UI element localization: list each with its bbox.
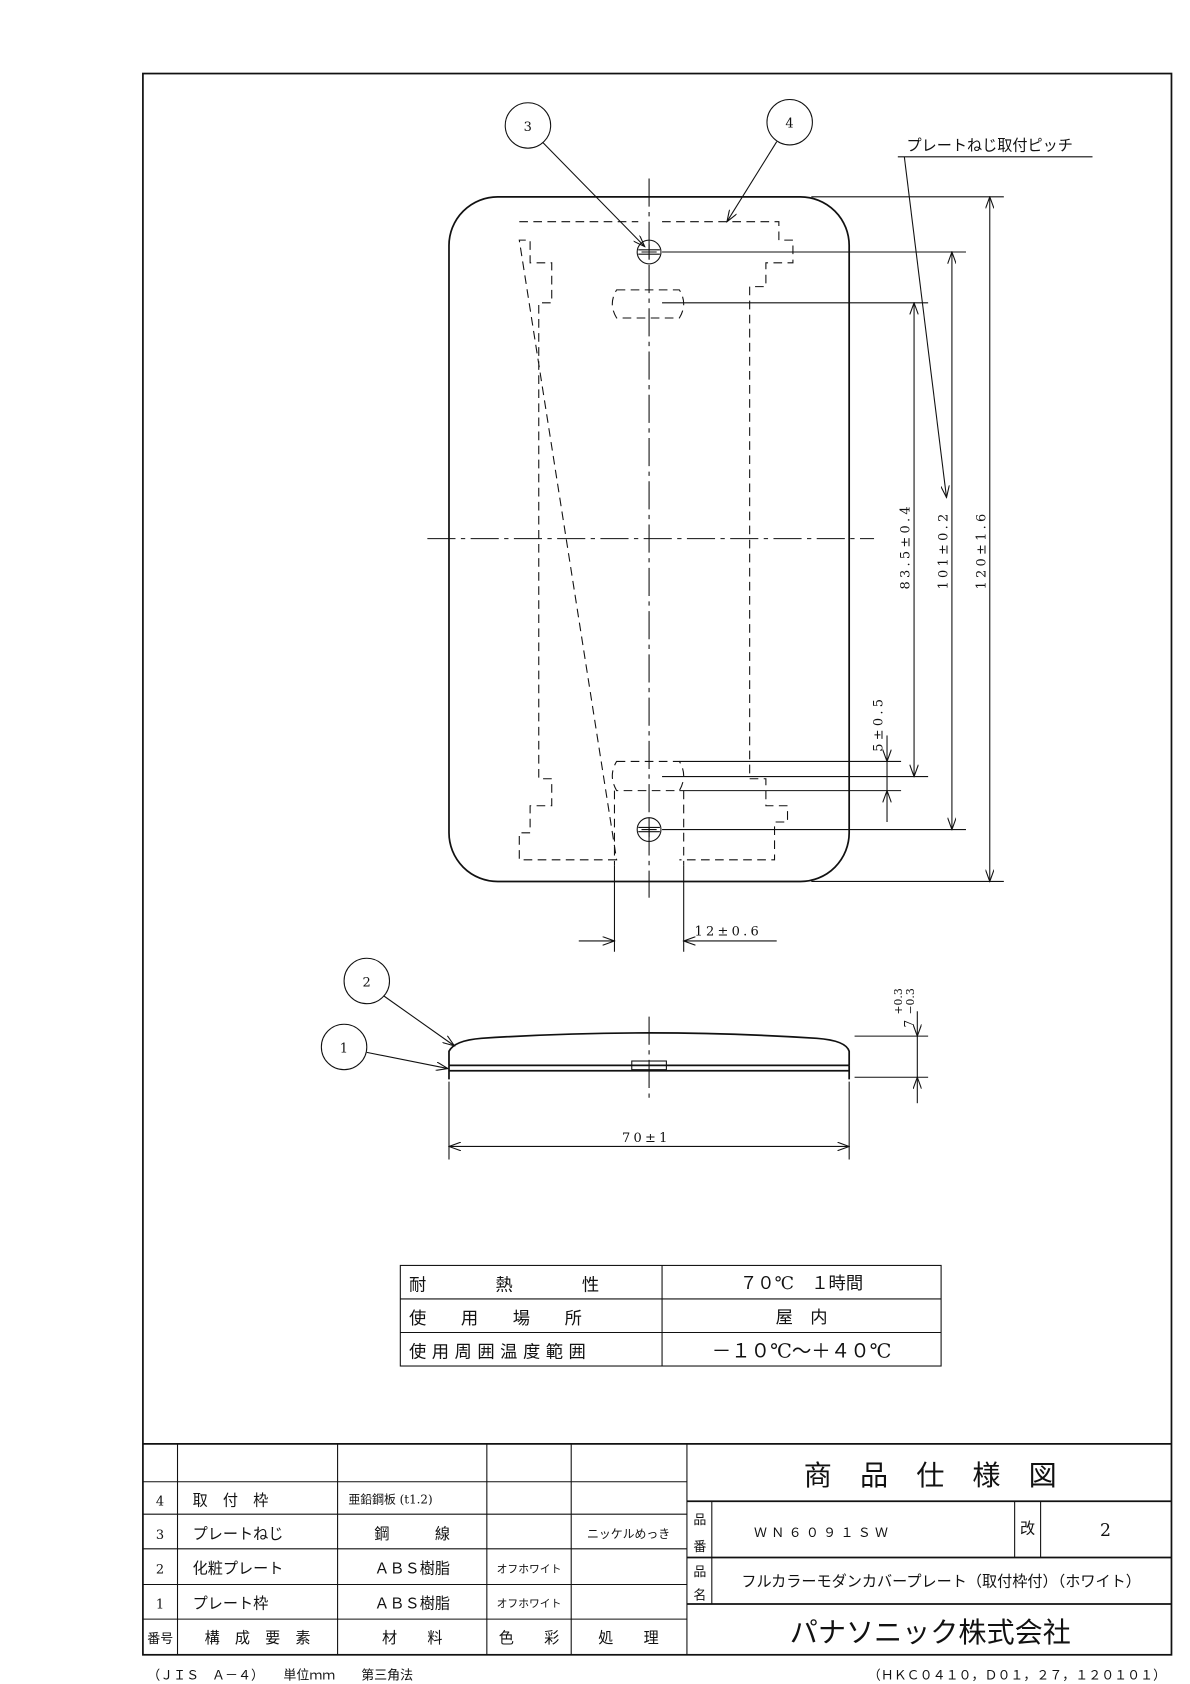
label-text: 構 成 要 素 bbox=[205, 1629, 311, 1647]
label-text: ＡＢＳ樹脂 bbox=[374, 1560, 450, 1578]
label-text: プレートねじ bbox=[193, 1525, 284, 1543]
spec-value: －１０℃～＋４０℃ bbox=[712, 1339, 892, 1362]
label-text: 2 bbox=[156, 1563, 164, 1578]
balloon-4: 4 bbox=[727, 98, 813, 222]
dim-thickness: 7 bbox=[902, 1020, 916, 1028]
dim-slot-width: 12±0.6 bbox=[695, 925, 762, 940]
part-number: ＷＮ６０９１ＳＷ bbox=[754, 1526, 892, 1541]
parts-row-2: 2 化粧プレート ＡＢＳ樹脂 オフホワイト bbox=[156, 1560, 562, 1578]
label-text: ニッケルめっき bbox=[587, 1527, 670, 1541]
spec-table: 耐 熱 性 ７０℃ １時間 使 用 場 所 屋 内 使 用 周 囲 温 度 範 … bbox=[399, 1264, 942, 1367]
parts-row-4: 4 取 付 枠 亜鉛鋼板 (t1.2) bbox=[156, 1492, 433, 1510]
label-text: 亜鉛鋼板 (t1.2) bbox=[348, 1492, 432, 1506]
dim-thickness-upper: +0.3 bbox=[892, 988, 905, 1014]
label-text: 番号 bbox=[147, 1632, 173, 1647]
spec-label: 使 用 場 所 bbox=[409, 1308, 582, 1329]
dim-thickness-lower: −0.3 bbox=[904, 988, 917, 1014]
label-text: 4 bbox=[156, 1495, 164, 1510]
title-block: 商 品 仕 様 図 品 番 ＷＮ６０９１ＳＷ 改 2 品 名 フルカラーモダンカ… bbox=[686, 1459, 1172, 1649]
label-text: オフホワイト bbox=[497, 1597, 562, 1610]
pitch-label: プレートねじ取付ピッチ bbox=[906, 136, 1072, 154]
front-view: 120±1.6 101±0.2 83.5±0.4 5±0.5 12±0.6 プレ… bbox=[427, 136, 1093, 952]
spec-value: ７０℃ １時間 bbox=[740, 1274, 863, 1294]
dim-pitch: 101±0.2 bbox=[937, 510, 952, 589]
dim-width: 70±1 bbox=[622, 1131, 671, 1146]
balloon-1: 1 bbox=[320, 1023, 448, 1069]
label-text: プレート枠 bbox=[193, 1594, 269, 1612]
parts-row-3: 3 プレートねじ 鋼 線 ニッケルめっき bbox=[156, 1525, 670, 1543]
label-text: 3 bbox=[524, 120, 532, 135]
label-text: 色 彩 bbox=[499, 1629, 560, 1647]
label-text: ＡＢＳ樹脂 bbox=[374, 1594, 450, 1612]
label-text: 化粧プレート bbox=[193, 1560, 284, 1578]
label-text: オフホワイト bbox=[497, 1563, 562, 1576]
label-text: 名 bbox=[693, 1588, 706, 1604]
label-text: 材 料 bbox=[382, 1629, 443, 1647]
dim-slot-pitch: 83.5±0.4 bbox=[899, 503, 914, 589]
label-text: 4 bbox=[785, 117, 793, 132]
label-text: 改 bbox=[1020, 1520, 1035, 1538]
revision: 2 bbox=[1100, 1521, 1111, 1541]
label-text: 品 bbox=[693, 1565, 706, 1580]
company-name: パナソニック株式会社 bbox=[790, 1616, 1071, 1649]
drawing-title: 商 品 仕 様 図 bbox=[804, 1459, 1057, 1492]
side-view: 7 +0.3 −0.3 70±1 bbox=[449, 988, 929, 1160]
spec-value: 屋 内 bbox=[776, 1308, 828, 1328]
sheet-frame bbox=[142, 72, 1173, 1656]
mounting-frame-hidden bbox=[518, 221, 794, 861]
label-text: 3 bbox=[156, 1528, 164, 1543]
label-text: 1 bbox=[156, 1597, 164, 1612]
label-text: 番 bbox=[693, 1540, 706, 1555]
screw-icon bbox=[636, 239, 662, 265]
footer-right: （ＨＫＣ０４１０，Ｄ０１，２７，１２０１０１） bbox=[868, 1669, 1166, 1684]
product-name: フルカラーモダンカバープレート（取付枠付）（ホワイト） bbox=[741, 1573, 1140, 1591]
screw-icon bbox=[636, 817, 662, 842]
parts-header: 番号 構 成 要 素 材 料 色 彩 処 理 bbox=[147, 1629, 659, 1647]
parts-row-1: 1 プレート枠 ＡＢＳ樹脂 オフホワイト bbox=[156, 1594, 562, 1612]
parts-table: 4 取 付 枠 亜鉛鋼板 (t1.2) 3 プレートねじ 鋼 線 ニッケルめっき… bbox=[142, 1443, 1172, 1655]
spec-label: 耐 熱 性 bbox=[409, 1275, 599, 1295]
balloon-2: 2 bbox=[343, 957, 454, 1046]
label-text: 処 理 bbox=[598, 1629, 659, 1647]
footer-left: （ＪＩＳ Ａ－４） 単位ｍｍ 第三角法 bbox=[147, 1668, 413, 1684]
label-text: 品 bbox=[693, 1513, 706, 1528]
dim-slot: 5±0.5 bbox=[872, 696, 887, 752]
label-text: 鋼 線 bbox=[374, 1525, 450, 1543]
label-text: 2 bbox=[362, 975, 370, 990]
spec-label: 使 用 周 囲 温 度 範 囲 bbox=[409, 1341, 586, 1362]
label-text: 取 付 枠 bbox=[193, 1492, 269, 1510]
dim-height: 120±1.6 bbox=[974, 510, 989, 589]
balloon-3: 3 bbox=[504, 102, 645, 247]
label-text: 1 bbox=[340, 1041, 348, 1056]
